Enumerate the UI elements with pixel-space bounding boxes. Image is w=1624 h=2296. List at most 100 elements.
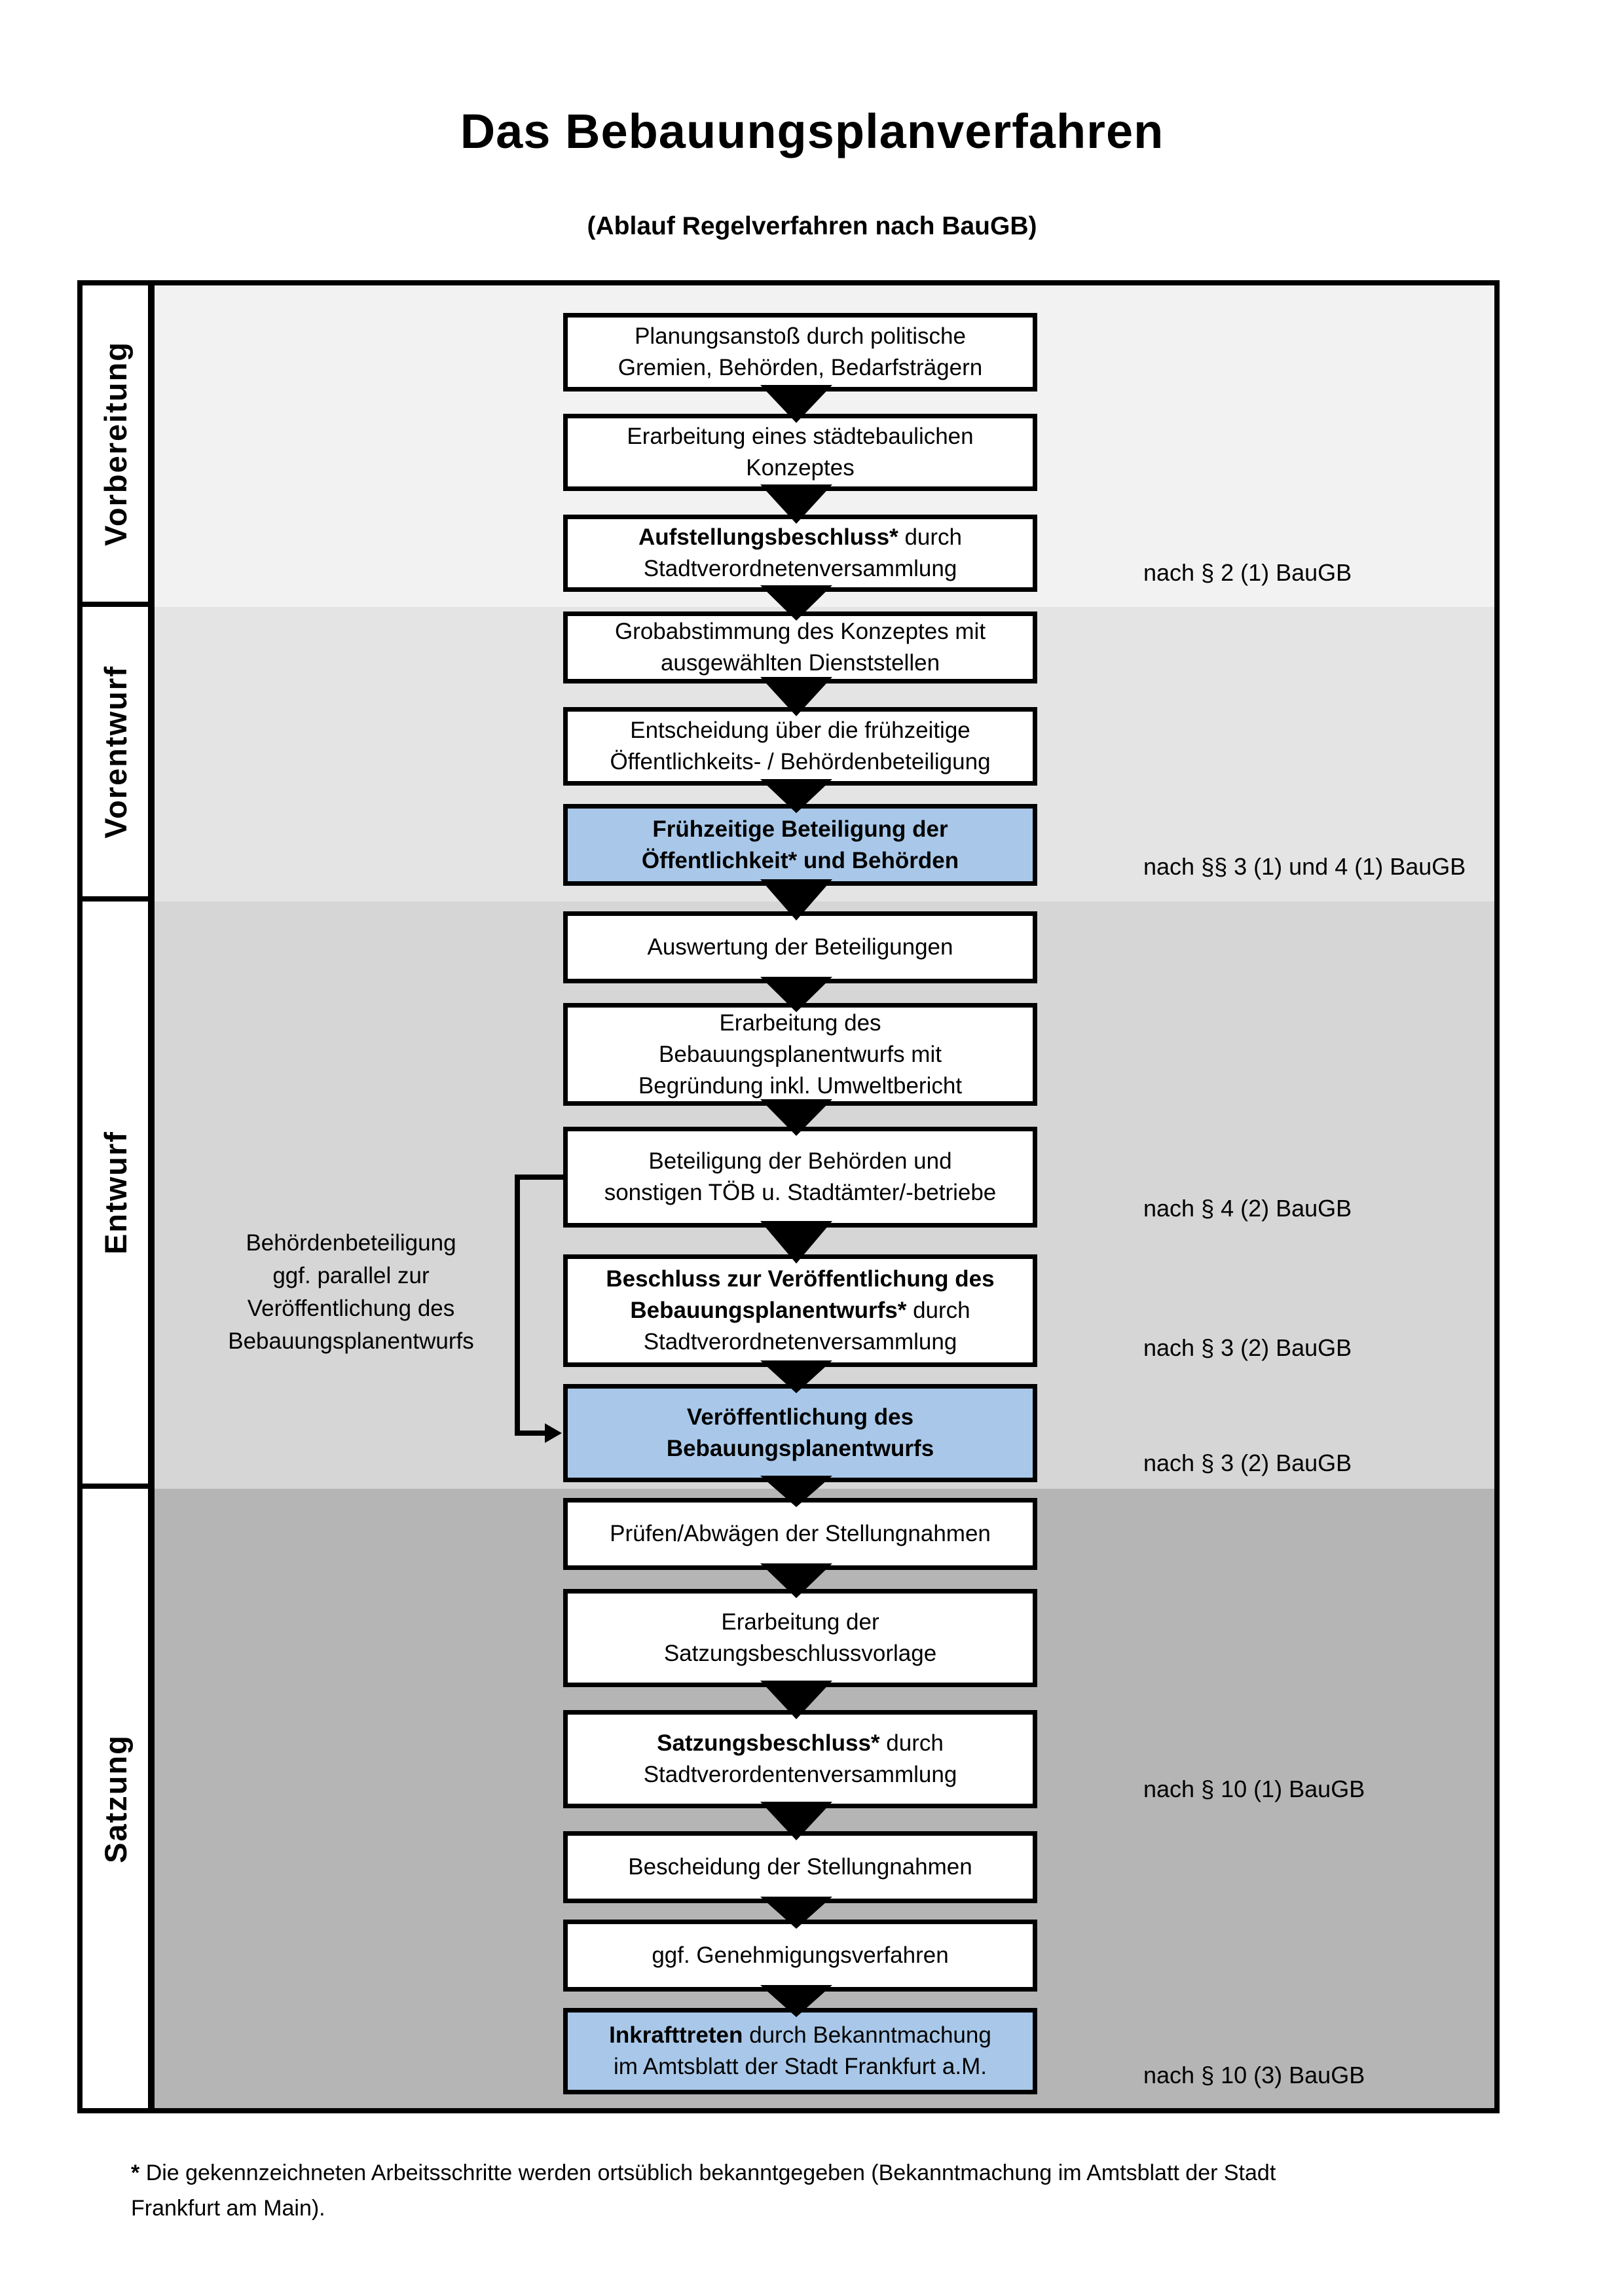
legal-note-aufstellungsbeschluss: nach § 2 (1) BauGB (1143, 515, 1490, 592)
flow-box-line: Satzungsbeschluss* durch (657, 1730, 944, 1756)
flow-box-genehmigungsverfahren: ggf. Genehmigungsverfahren (563, 1920, 1037, 1992)
phase-label-text: Satzung (98, 1734, 133, 1863)
footnote-text-1: Die gekennzeichneten Arbeitsschritte wer… (145, 2160, 1276, 2185)
flow-arrow-down-icon (760, 677, 832, 716)
phase-label-satzung: Satzung (83, 1489, 148, 2108)
flow-box-line: Bebauungsplanentwurfs (666, 1436, 934, 1461)
legal-note-text: nach § 3 (2) BauGB (1143, 1449, 1352, 1476)
flow-box-line: Stadtverordnetenversammlung (643, 556, 957, 581)
phase-label-vorbereitung: Vorbereitung (83, 285, 148, 607)
footnote-marker: * (131, 2160, 140, 2185)
flow-arrow-down-icon (760, 484, 832, 524)
parallel-connector-arrowhead-icon (545, 1423, 562, 1443)
annotation-line: Bebauungsplanentwurfs (228, 1328, 474, 1354)
flow-box-behoerdenbeteiligung: Beteiligung der Behörden und sonstigen TÖ… (563, 1127, 1037, 1228)
flow-arrow-down-icon (760, 585, 832, 621)
flow-arrow-down-icon (760, 1360, 832, 1393)
flow-box-line: Frühzeitige Beteiligung der (652, 816, 948, 842)
legal-note-text: nach §§ 3 (1) und 4 (1) BauGB (1143, 853, 1466, 880)
flow-box-line: ggf. Genehmigungsverfahren (652, 1942, 949, 1968)
page-title: Das Bebauungsplanverfahren (460, 104, 1164, 158)
flow-arrow-down-icon (760, 879, 832, 920)
parallel-connector-top (515, 1175, 563, 1180)
flow-box-bescheidung: Bescheidung der Stellungnahmen (563, 1831, 1037, 1903)
legal-note-text: nach § 3 (2) BauGB (1143, 1334, 1352, 1361)
page-subtitle: (Ablauf Regelverfahren nach BauGB) (587, 212, 1037, 240)
phase-label-text: Entwurf (98, 1131, 133, 1254)
legal-note-text: nach § 4 (2) BauGB (1143, 1195, 1352, 1222)
legal-note-behoerdenbeteiligung: nach § 4 (2) BauGB (1143, 1127, 1490, 1228)
phase-label-vorentwurf: Vorentwurf (83, 607, 148, 902)
phase-label-text: Vorbereitung (98, 341, 133, 546)
flow-box-line: Begründung inkl. Umweltbericht (638, 1072, 963, 1099)
annotation-line: Veröffentlichung des (247, 1296, 455, 1321)
annotation-line: ggf. parallel zur (272, 1263, 430, 1288)
flow-arrow-down-icon (760, 385, 832, 423)
flow-box-line: Stadtverordnetenversammlung (643, 1329, 957, 1355)
flow-box-line: Bescheidung der Stellungnahmen (628, 1854, 972, 1880)
flow-box-line: ausgewählten Dienststellen (660, 650, 940, 676)
flow-box-inkrafttreten: Inkrafttreten durch Bekanntmachung im Amt… (563, 2008, 1037, 2094)
flow-box-line: im Amtsblatt der Stadt Frankfurt a.M. (614, 2054, 987, 2079)
parallel-connector-vertical (515, 1175, 520, 1436)
flow-box-line: Satzungsbeschlussvorlage (663, 1641, 937, 1666)
flow-box-line: Konzeptes (746, 455, 855, 481)
flow-arrow-down-icon (760, 779, 832, 813)
flow-box-line: Öffentlichkeit* und Behörden (641, 847, 959, 873)
phase-label-text: Vorentwurf (98, 665, 133, 839)
flow-box-line: Stadtverordentenversammlung (643, 1762, 957, 1787)
footnote: * Die gekennzeichneten Arbeitsschritte w… (131, 2155, 1539, 2226)
flow-arrow-down-icon (760, 1681, 832, 1719)
legal-note-veroeffentlichung: nach § 3 (2) BauGB (1143, 1384, 1490, 1482)
flow-arrow-down-icon (760, 1985, 832, 2017)
flow-box-line: Beteiligung der Behörden und (648, 1148, 952, 1174)
phase-label-entwurf: Entwurf (83, 902, 148, 1489)
flow-box-grobabstimmung: Grobabstimmung des Konzeptes mit ausgewäh… (563, 611, 1037, 683)
legal-note-satzungsbeschluss: nach § 10 (1) BauGB (1143, 1710, 1490, 1808)
flow-box-line: Erarbeitung des (719, 1010, 881, 1036)
flow-box-line: Planungsanstoß durch politische (635, 323, 966, 349)
flow-box-line: Gremien, Behörden, Bedarfsträgern (618, 355, 983, 380)
flow-box-auswertung: Auswertung der Beteiligungen (563, 911, 1037, 983)
legal-note-fruehzeitige-beteiligung: nach §§ 3 (1) und 4 (1) BauGB (1143, 804, 1490, 886)
flow-box-line: Inkrafttreten durch Bekanntmachung (609, 2022, 991, 2048)
flow-box-line: Bebauungsplanentwurfs* durch (630, 1298, 970, 1323)
flow-box-line: sonstigen TÖB u. Stadtämter/-betriebe (604, 1180, 997, 1205)
flow-box-line: Auswertung der Beteiligungen (647, 934, 953, 960)
flow-box-line: Erarbeitung der (721, 1609, 879, 1635)
flow-arrow-down-icon (760, 1099, 832, 1136)
flow-arrow-down-icon (760, 1476, 832, 1507)
flow-box-line: Bebauungsplanentwurfs mit (659, 1041, 942, 1067)
legal-note-veroeffentlichungsbeschluss: nach § 3 (2) BauGB (1143, 1254, 1490, 1367)
flow-box-line: Veröffentlichung des (686, 1404, 914, 1430)
flow-box-line: Entscheidung über die frühzeitige (630, 718, 970, 743)
flow-box-line: Aufstellungsbeschluss* durch (638, 524, 963, 550)
flow-box-line: Erarbeitung eines städtebaulichen (627, 424, 974, 449)
flow-arrow-down-icon (760, 1802, 832, 1840)
flow-box-pruefen-abwaegen: Prüfen/Abwägen der Stellungnahmen (563, 1498, 1037, 1570)
footnote-line-1: * Die gekennzeichneten Arbeitsschritte w… (131, 2155, 1539, 2191)
parallel-connector-bottom (515, 1430, 546, 1436)
flow-arrow-down-icon (760, 977, 832, 1012)
flow-box-line: Beschluss zur Veröffentlichung des (606, 1266, 995, 1292)
footnote-text-2: Frankfurt am Main). (131, 2196, 325, 2221)
flow-arrow-down-icon (760, 1897, 832, 1929)
annotation-line: Behördenbeteiligung (246, 1230, 456, 1256)
footnote-line-2: Frankfurt am Main). (131, 2191, 1539, 2226)
legal-note-inkrafttreten: nach § 10 (3) BauGB (1143, 2008, 1490, 2094)
flow-box-line: Grobabstimmung des Konzeptes mit (614, 619, 986, 644)
